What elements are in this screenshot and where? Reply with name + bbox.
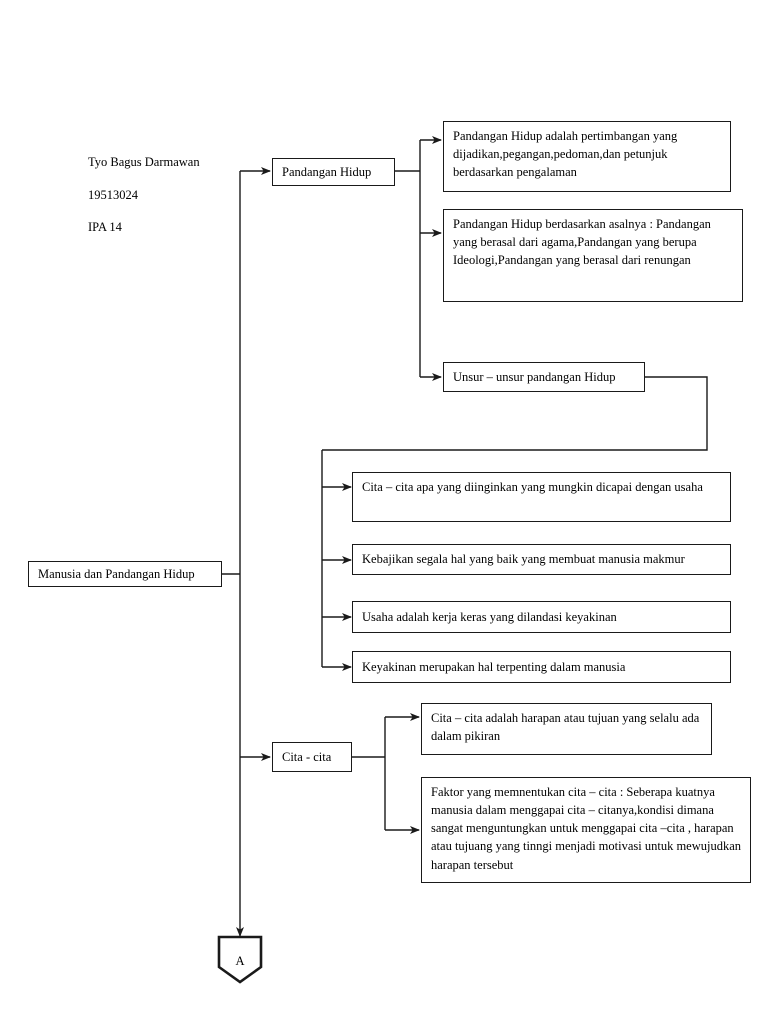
node-unsur-cita[interactable]: Cita – cita apa yang diinginkan yang mun… <box>352 472 731 522</box>
student-id: 19513024 <box>88 188 138 202</box>
offpage-connector-label: A <box>235 954 245 968</box>
offpage-connector-a[interactable]: A <box>219 937 261 982</box>
class-label: IPA 14 <box>88 220 122 234</box>
node-unsur-pandangan[interactable]: Unsur – unsur pandangan Hidup <box>443 362 645 392</box>
author-name: Tyo Bagus Darmawan <box>88 155 200 169</box>
node-root[interactable]: Manusia dan Pandangan Hidup <box>28 561 222 587</box>
node-cita-cita[interactable]: Cita - cita <box>272 742 352 772</box>
node-cita-faktor[interactable]: Faktor yang memnentukan cita – cita : Se… <box>421 777 751 883</box>
node-unsur-kebajikan[interactable]: Kebajikan segala hal yang baik yang memb… <box>352 544 731 575</box>
node-pandangan-asal[interactable]: Pandangan Hidup berdasarkan asalnya : Pa… <box>443 209 743 302</box>
node-pandangan-definition[interactable]: Pandangan Hidup adalah pertimbangan yang… <box>443 121 731 192</box>
node-cita-definition[interactable]: Cita – cita adalah harapan atau tujuan y… <box>421 703 712 755</box>
node-pandangan-hidup[interactable]: Pandangan Hidup <box>272 158 395 186</box>
node-unsur-keyakinan[interactable]: Keyakinan merupakan hal terpenting dalam… <box>352 651 731 683</box>
node-unsur-usaha[interactable]: Usaha adalah kerja keras yang dilandasi … <box>352 601 731 633</box>
